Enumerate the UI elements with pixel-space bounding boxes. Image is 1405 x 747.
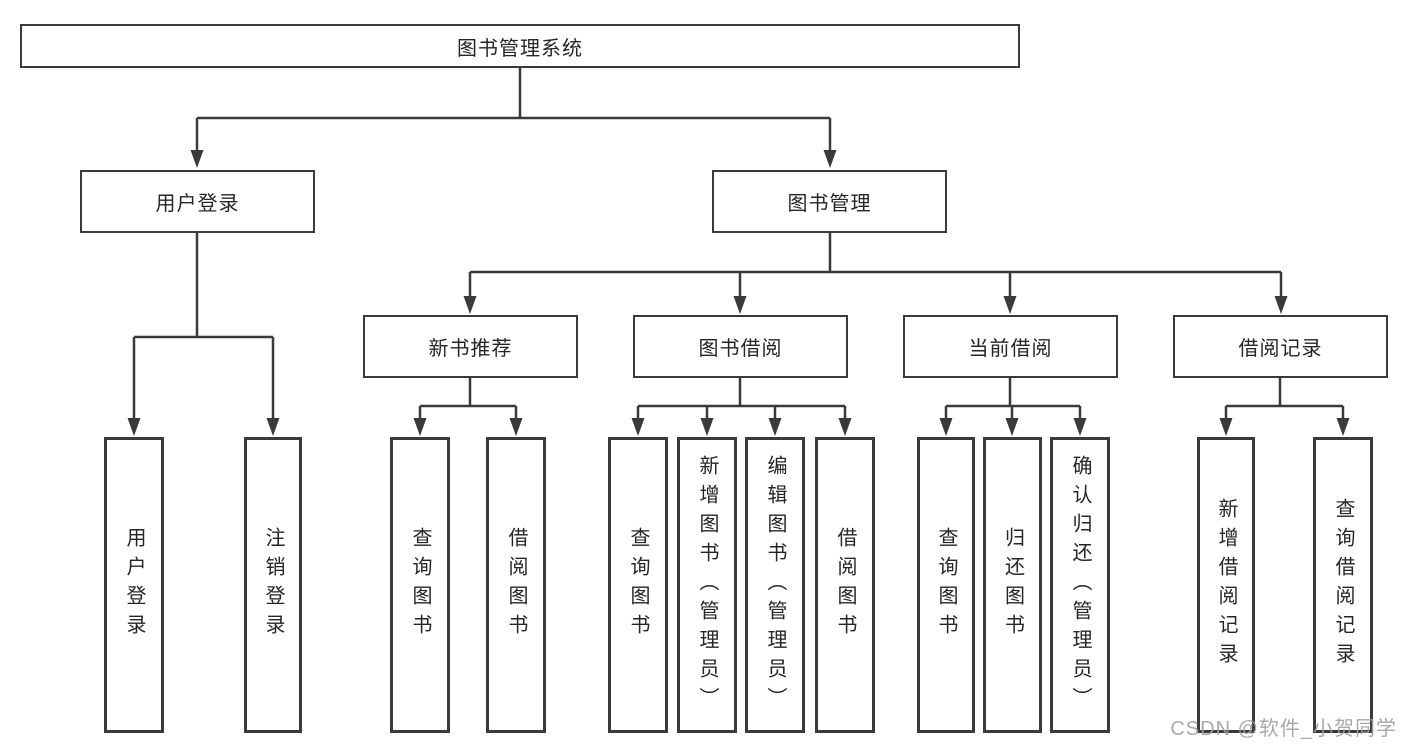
leaf-borrow-book-recommend-label: 借阅图书	[505, 527, 527, 643]
leaf-edit-book-admin: 编辑图书（管理员）	[745, 437, 805, 733]
node-book-borrow: 图书借阅	[633, 315, 848, 378]
node-borrow-records: 借阅记录	[1173, 315, 1388, 378]
node-book-management-label: 图书管理	[787, 193, 872, 215]
leaf-query-book-borrow: 查询图书	[608, 437, 668, 733]
leaf-confirm-return-admin: 确认归还（管理员）	[1050, 437, 1110, 733]
node-root: 图书管理系统	[20, 24, 1020, 68]
leaf-confirm-return-admin-label: 确认归还（管理员）	[1069, 454, 1091, 716]
leaf-user-login-label: 用户登录	[123, 527, 145, 643]
leaf-query-book-current-label: 查询图书	[935, 527, 957, 643]
node-root-label: 图书管理系统	[457, 37, 583, 60]
leaf-borrow-book-label: 借阅图书	[834, 527, 856, 643]
leaf-add-book-admin-label: 新增图书（管理员）	[696, 454, 718, 716]
leaf-add-borrow-record: 新增借阅记录	[1197, 437, 1255, 733]
node-book-borrow-label: 图书借阅	[698, 338, 783, 360]
node-new-book-recommend-label: 新书推荐	[428, 338, 513, 360]
leaf-query-borrow-record-label: 查询借阅记录	[1332, 498, 1354, 672]
leaf-user-login: 用户登录	[104, 437, 164, 733]
leaf-query-book-borrow-label: 查询图书	[627, 527, 649, 643]
leaf-borrow-book-recommend: 借阅图书	[486, 437, 546, 733]
csdn-watermark: CSDN @软件_小贺同学	[1170, 718, 1397, 740]
leaf-logout-label: 注销登录	[262, 527, 284, 643]
node-borrow-records-label: 借阅记录	[1238, 338, 1323, 360]
node-user-login: 用户登录	[80, 170, 315, 233]
leaf-query-book-current: 查询图书	[917, 437, 975, 733]
node-book-management: 图书管理	[712, 170, 947, 233]
leaf-query-book-recommend: 查询图书	[390, 437, 450, 733]
leaf-return-book: 归还图书	[983, 437, 1042, 733]
leaf-logout: 注销登录	[244, 437, 302, 733]
node-current-borrow: 当前借阅	[903, 315, 1118, 378]
node-user-login-label: 用户登录	[155, 193, 240, 215]
leaf-query-borrow-record: 查询借阅记录	[1313, 437, 1373, 733]
leaf-query-book-recommend-label: 查询图书	[409, 527, 431, 643]
node-current-borrow-label: 当前借阅	[968, 338, 1053, 360]
node-new-book-recommend: 新书推荐	[363, 315, 578, 378]
leaf-add-borrow-record-label: 新增借阅记录	[1215, 498, 1237, 672]
leaf-edit-book-admin-label: 编辑图书（管理员）	[764, 454, 786, 716]
leaf-borrow-book: 借阅图书	[815, 437, 875, 733]
leaf-add-book-admin: 新增图书（管理员）	[677, 437, 737, 733]
leaf-return-book-label: 归还图书	[1001, 527, 1024, 643]
